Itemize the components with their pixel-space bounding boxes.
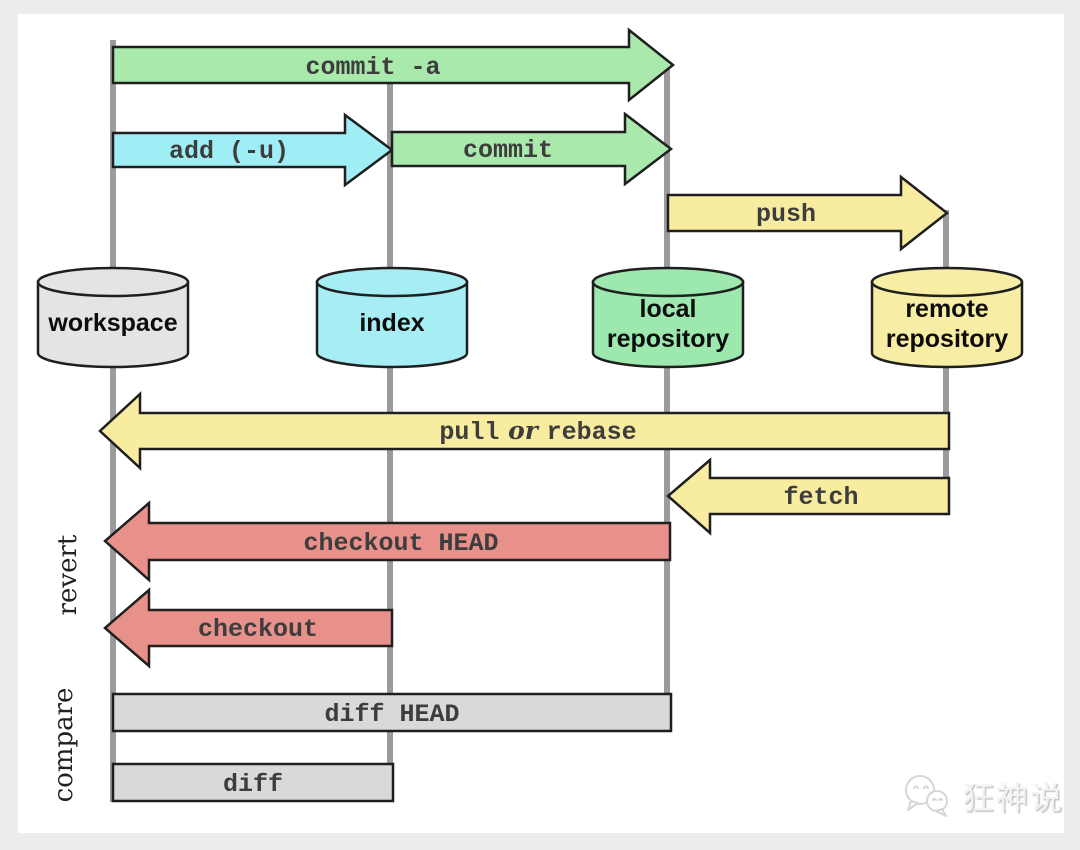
arrow-checkout-head: checkout HEAD <box>103 500 672 583</box>
cylinder-index-label: index <box>359 309 424 337</box>
arrow-add-u-shape <box>111 112 395 188</box>
chat-bubbles-icon <box>905 775 948 817</box>
watermark: 狂神说 <box>898 770 1064 822</box>
index-line-bottom <box>387 368 393 802</box>
cylinder-local-repository: local repository <box>591 266 745 369</box>
side-label-revert: revert <box>53 534 83 616</box>
arrow-push-shape <box>666 174 950 252</box>
arrow-commit-a: commit -a <box>111 27 676 103</box>
arrow-checkout-head-label: checkout HEAD <box>303 529 498 558</box>
workspace-line-bottom <box>110 368 116 802</box>
arrow-commit-label: commit <box>463 136 553 165</box>
rebase-label-part: rebase <box>547 418 637 447</box>
cylinder-remote-label-line2: repository <box>886 325 1008 353</box>
cylinder-local-label-line2: repository <box>607 325 729 353</box>
arrow-push: push <box>666 174 950 252</box>
arrow-pull-or-rebase-label: pull or rebase <box>439 416 636 447</box>
bar-diff-head-label: diff HEAD <box>324 700 459 729</box>
cylinder-remote-top <box>870 266 1024 298</box>
arrow-fetch: fetch <box>666 457 951 536</box>
bar-diff: diff <box>111 762 395 803</box>
cylinder-workspace-label: workspace <box>47 309 177 337</box>
cylinder-index: index <box>315 266 469 369</box>
cylinder-workspace: workspace <box>36 266 190 369</box>
cylinder-index-top <box>315 266 469 298</box>
bar-diff-shape <box>111 762 395 803</box>
cylinder-local-top <box>591 266 745 298</box>
arrow-pull-or-rebase: pull or rebase <box>98 391 951 471</box>
arrow-add-u-label: add (-u) <box>169 137 289 166</box>
arrow-push-label: push <box>756 200 816 229</box>
arrow-add-u: add (-u) <box>111 112 395 188</box>
arrow-checkout-label: checkout <box>198 615 318 644</box>
local-repo-line-top <box>664 64 670 267</box>
arrow-commit: commit <box>390 111 674 187</box>
arrow-commit-a-label: commit -a <box>305 53 440 82</box>
arrow-commit-a-shape <box>111 27 676 103</box>
cylinder-remote-body <box>870 280 1024 369</box>
cylinder-local-body <box>591 280 745 369</box>
index-line-top <box>387 80 393 267</box>
bar-diff-head-shape <box>111 692 673 733</box>
cylinder-workspace-top <box>36 266 190 298</box>
bar-diff-label: diff <box>223 770 283 799</box>
cylinder-index-body <box>315 280 469 369</box>
arrow-checkout-head-shape <box>103 500 672 583</box>
cylinder-workspace-body <box>36 280 190 369</box>
arrow-checkout-shape <box>103 587 394 669</box>
or-label-part: or <box>499 416 546 445</box>
pull-label-part: pull <box>439 418 499 447</box>
cylinder-remote-label-line1: remote <box>905 295 988 323</box>
watermark-label: 狂神说 <box>962 779 1065 817</box>
cylinder-local-label-line1: local <box>640 295 697 323</box>
arrow-checkout: checkout <box>103 587 394 669</box>
arrow-fetch-label: fetch <box>783 483 858 512</box>
arrow-commit-shape <box>390 111 674 187</box>
remote-repo-line-top <box>943 210 949 267</box>
cylinder-remote-repository: remote repository <box>870 266 1024 369</box>
arrow-fetch-shape <box>666 457 951 536</box>
side-label-compare: compare <box>49 687 79 803</box>
bar-diff-head: diff HEAD <box>111 692 673 733</box>
arrow-pull-or-rebase-shape <box>98 391 951 471</box>
